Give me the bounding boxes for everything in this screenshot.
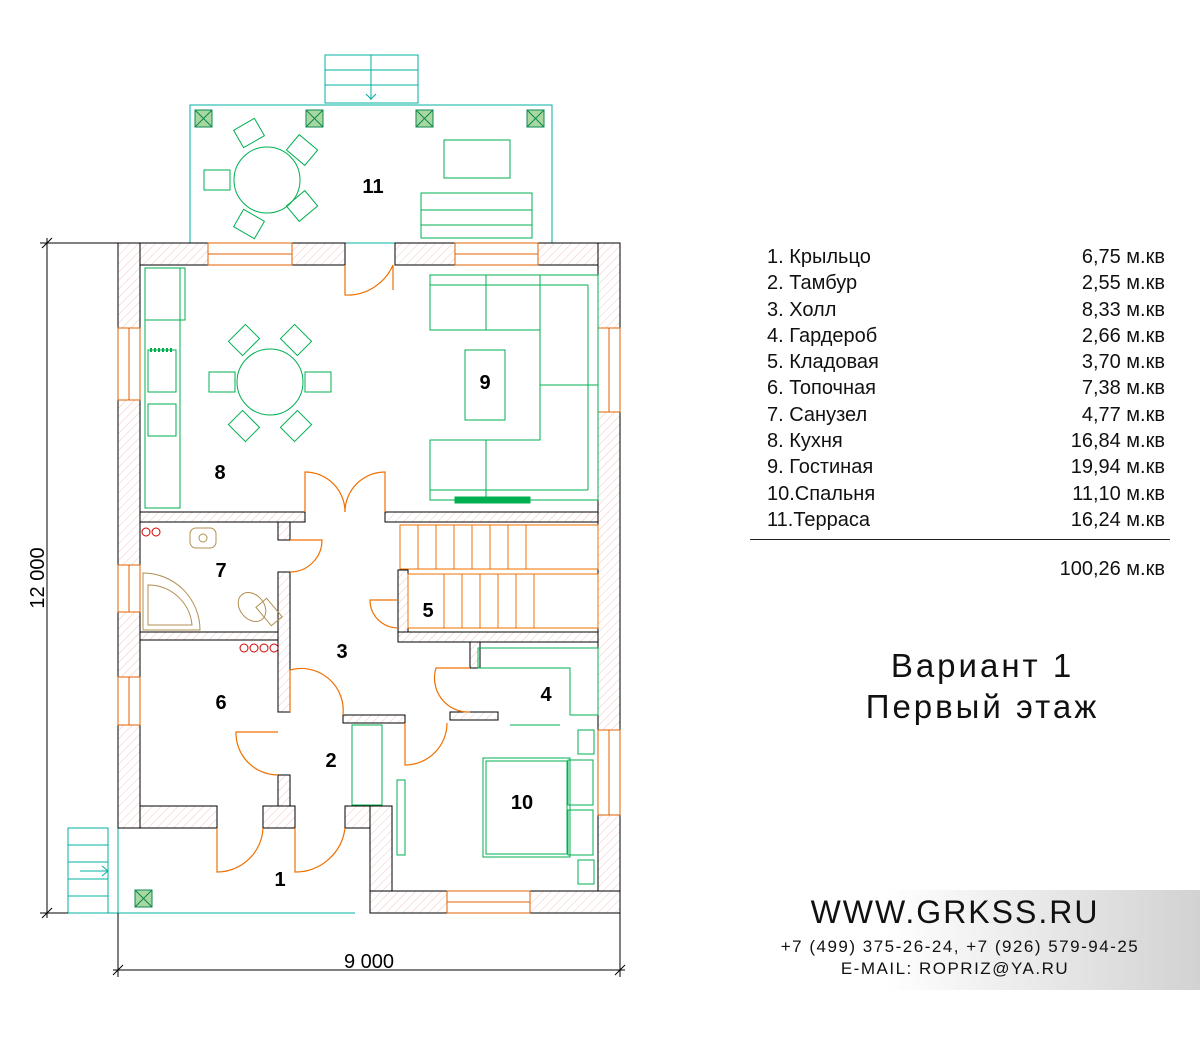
living-furniture	[429, 274, 599, 504]
room-label-6: 6	[215, 692, 226, 714]
room-label-11: 11	[362, 176, 383, 198]
legend-row: 2. Тамбур 2,55 м.кв	[750, 270, 1170, 296]
dimension-width: 9 000	[344, 951, 394, 973]
terrace-sofa	[420, 192, 533, 239]
terrace-dining-set	[203, 117, 319, 240]
total-area: 100,26 м.кв	[1059, 558, 1165, 581]
room-area: 19,94 м.кв	[1070, 456, 1165, 479]
walls	[117, 242, 621, 914]
room-area: 11,10 м.кв	[1072, 482, 1165, 505]
room-area: 2,55 м.кв	[1081, 272, 1165, 295]
room-name: 5. Кладовая	[767, 351, 879, 374]
legend-row: 3. Холл 8,33 м.кв	[750, 297, 1170, 323]
room-name: 9. Гостиная	[767, 456, 874, 479]
terrace-columns	[194, 109, 545, 128]
room-name: 8. Кухня	[767, 430, 843, 453]
room-label-1: 1	[274, 869, 285, 891]
total-divider	[750, 539, 1170, 541]
room-name: 6. Топочная	[767, 377, 876, 400]
radiators	[141, 527, 279, 653]
terrace-table	[443, 139, 511, 179]
room-name: 10.Спальня	[767, 482, 876, 505]
plan-title: Вариант 1 Первый этаж	[820, 645, 1145, 727]
legend-row: 11.Терраса 16,24 м.кв	[750, 507, 1170, 533]
legend-row: 9. Гостиная 19,94 м.кв	[750, 454, 1170, 480]
porch	[67, 827, 355, 914]
room-name: 7. Санузел	[767, 403, 868, 426]
room-label-7: 7	[215, 560, 226, 582]
room-area: 3,70 м.кв	[1081, 351, 1165, 374]
room-area: 2,66 м.кв	[1081, 324, 1165, 347]
legend-row: 10.Спальня 11,10 м.кв	[750, 481, 1170, 507]
room-name: 3. Холл	[767, 298, 837, 321]
legend-row: 1. Крыльцо 6,75 м.кв	[750, 244, 1170, 270]
floor-plan: 1 2 3 4 5 6 7 8 9 10 11 12 000 9 000	[27, 54, 626, 977]
room-name: 2. Тамбур	[767, 272, 858, 295]
legend-row: 8. Кухня 16,84 м.кв	[750, 428, 1170, 454]
dimension-height: 12 000	[27, 547, 49, 608]
vestibule-closet	[351, 724, 383, 806]
contact-block: WWW.GRKSS.RU +7 (499) 375-26-24, +7 (926…	[750, 890, 1200, 990]
variant-title: Вариант 1	[890, 647, 1075, 684]
legend-row: 4. Гардероб 2,66 м.кв	[750, 323, 1170, 349]
terrace	[189, 54, 553, 244]
legend-row: 7. Санузел 4,77 м.кв	[750, 402, 1170, 428]
room-area: 16,84 м.кв	[1070, 430, 1165, 453]
windows	[117, 242, 621, 914]
room-label-3: 3	[336, 641, 347, 663]
room-area: 8,33 м.кв	[1081, 298, 1165, 321]
room-labels: 1 2 3 4 5 6 7 8 9 10 11	[214, 176, 552, 891]
room-area: 4,77 м.кв	[1081, 403, 1165, 426]
phone-numbers: +7 (499) 375-26-24, +7 (926) 579-94-25	[780, 937, 1140, 956]
room-area: 7,38 м.кв	[1081, 377, 1165, 400]
legend-row: 6. Топочная 7,38 м.кв	[750, 375, 1170, 401]
legend-row: 5. Кладовая 3,70 м.кв	[750, 349, 1170, 375]
room-label-8: 8	[214, 462, 225, 484]
room-label-10: 10	[511, 792, 533, 814]
kitchen-furniture	[144, 267, 332, 509]
floor-title: Первый этаж	[865, 688, 1100, 725]
room-label-2: 2	[325, 750, 336, 772]
bedroom-furniture	[396, 729, 595, 885]
website-link[interactable]: WWW.GRKSS.RU	[810, 894, 1100, 930]
staircase	[399, 524, 599, 629]
dimension-lines	[40, 237, 626, 977]
bathroom-fixtures	[142, 527, 283, 631]
room-area: 16,24 м.кв	[1070, 508, 1165, 531]
room-name: 4. Гардероб	[767, 324, 878, 347]
terrace-steps	[324, 54, 419, 104]
room-area: 6,75 м.кв	[1081, 246, 1165, 268]
email-link[interactable]: E-MAIL: ROPRIZ@YA.RU	[840, 959, 1070, 978]
room-label-4: 4	[540, 684, 552, 706]
doors	[216, 264, 471, 873]
room-label-9: 9	[479, 372, 490, 394]
room-name: 1. Крыльцо	[767, 246, 871, 268]
room-label-5: 5	[422, 600, 433, 622]
room-name: 11.Терраса	[767, 508, 871, 531]
wardrobe	[477, 647, 599, 726]
